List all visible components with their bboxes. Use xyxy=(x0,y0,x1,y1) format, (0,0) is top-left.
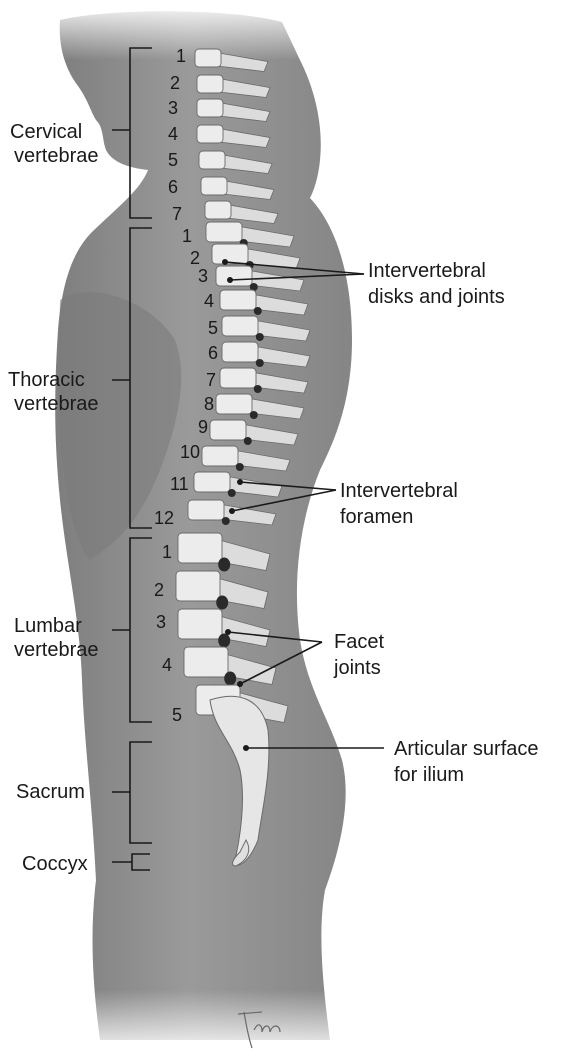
thoracic-number: 6 xyxy=(208,343,218,363)
intervertebral-foramen xyxy=(216,596,228,610)
thoracic-number: 5 xyxy=(208,318,218,338)
lumbar-label-line1: Lumbar xyxy=(14,615,82,637)
intervertebral-foramen xyxy=(256,359,264,367)
vertebral-body xyxy=(220,368,256,388)
cervical-label-line2: vertebrae xyxy=(14,145,99,167)
sacrum-label: Sacrum xyxy=(16,781,85,803)
thoracic-number: 10 xyxy=(180,442,200,462)
vertebral-body xyxy=(220,290,256,310)
intervertebral-foramen xyxy=(244,437,252,445)
vertebral-body xyxy=(199,151,225,169)
lumbar-number: 5 xyxy=(172,705,182,725)
vertebral-body xyxy=(197,125,223,143)
lumbar-label-line2: vertebrae xyxy=(14,639,99,661)
vertebral-body xyxy=(202,446,238,466)
lumbar-number: 2 xyxy=(154,580,164,600)
vertebral-body xyxy=(205,201,231,219)
intervertebral-foramen xyxy=(254,307,262,315)
cervical-number: 7 xyxy=(172,204,182,224)
intervertebral-foramen xyxy=(256,333,264,341)
vertebral-body xyxy=(178,533,222,563)
vertebral-body xyxy=(222,342,258,362)
facet-callout-line2: joints xyxy=(333,657,381,679)
thoracic-number: 1 xyxy=(182,226,192,246)
intervertebral-foramen xyxy=(224,672,236,686)
vertebral-body xyxy=(178,609,222,639)
vertebral-body xyxy=(210,420,246,440)
articular-callout-line1: Articular surface xyxy=(394,738,539,760)
cervical-number: 1 xyxy=(176,46,186,66)
foramen-callout-line1: Intervertebral xyxy=(340,480,458,502)
thoracic-number: 4 xyxy=(204,291,214,311)
vertebral-body xyxy=(216,394,252,414)
thoracic-number: 8 xyxy=(204,394,214,414)
coccyx-label: Coccyx xyxy=(22,853,88,875)
disks-callout-line1: Intervertebral xyxy=(368,260,486,282)
intervertebral-foramen xyxy=(228,489,236,497)
vertebral-body xyxy=(206,222,242,242)
vertebral-body xyxy=(188,500,224,520)
intervertebral-foramen xyxy=(218,558,230,572)
intervertebral-foramen xyxy=(250,411,258,419)
thoracic-number: 7 xyxy=(206,370,216,390)
lumbar-number: 4 xyxy=(162,655,172,675)
vertebral-body xyxy=(184,647,228,677)
thoracic-number: 3 xyxy=(198,266,208,286)
intervertebral-foramen xyxy=(222,517,230,525)
lumbar-number: 3 xyxy=(156,612,166,632)
vertebral-body xyxy=(222,316,258,336)
intervertebral-foramen xyxy=(254,385,262,393)
thoracic-number: 2 xyxy=(190,248,200,268)
thoracic-number: 12 xyxy=(154,508,174,528)
cervical-number: 6 xyxy=(168,177,178,197)
cervical-number: 2 xyxy=(170,73,180,93)
cervical-label-line1: Cervical xyxy=(10,121,82,143)
thoracic-label-line2: vertebrae xyxy=(14,393,99,415)
intervertebral-foramen xyxy=(218,634,230,648)
articular-callout-line2: for ilium xyxy=(394,764,464,786)
vertebral-body xyxy=(197,99,223,117)
intervertebral-foramen xyxy=(236,463,244,471)
thoracic-number: 11 xyxy=(170,474,189,494)
cervical-number: 4 xyxy=(168,124,178,144)
cervical-number: 3 xyxy=(168,98,178,118)
thoracic-number: 9 xyxy=(198,417,208,437)
bottom-fade xyxy=(0,990,566,1057)
vertebral-body xyxy=(176,571,220,601)
vertebral-body xyxy=(216,266,252,286)
vertebral-body xyxy=(201,177,227,195)
vertebral-body xyxy=(197,75,223,93)
foramen-callout-line2: foramen xyxy=(340,506,413,528)
vertebral-body xyxy=(212,244,248,264)
cervical-number: 5 xyxy=(168,150,178,170)
lumbar-number: 1 xyxy=(162,542,172,562)
vertebral-body xyxy=(194,472,230,492)
vertebral-body xyxy=(195,49,221,67)
facet-callout-line1: Facet xyxy=(334,631,384,653)
top-fade xyxy=(0,0,566,60)
thoracic-label-line1: Thoracic xyxy=(8,369,85,391)
disks-callout-line2: disks and joints xyxy=(368,286,505,308)
